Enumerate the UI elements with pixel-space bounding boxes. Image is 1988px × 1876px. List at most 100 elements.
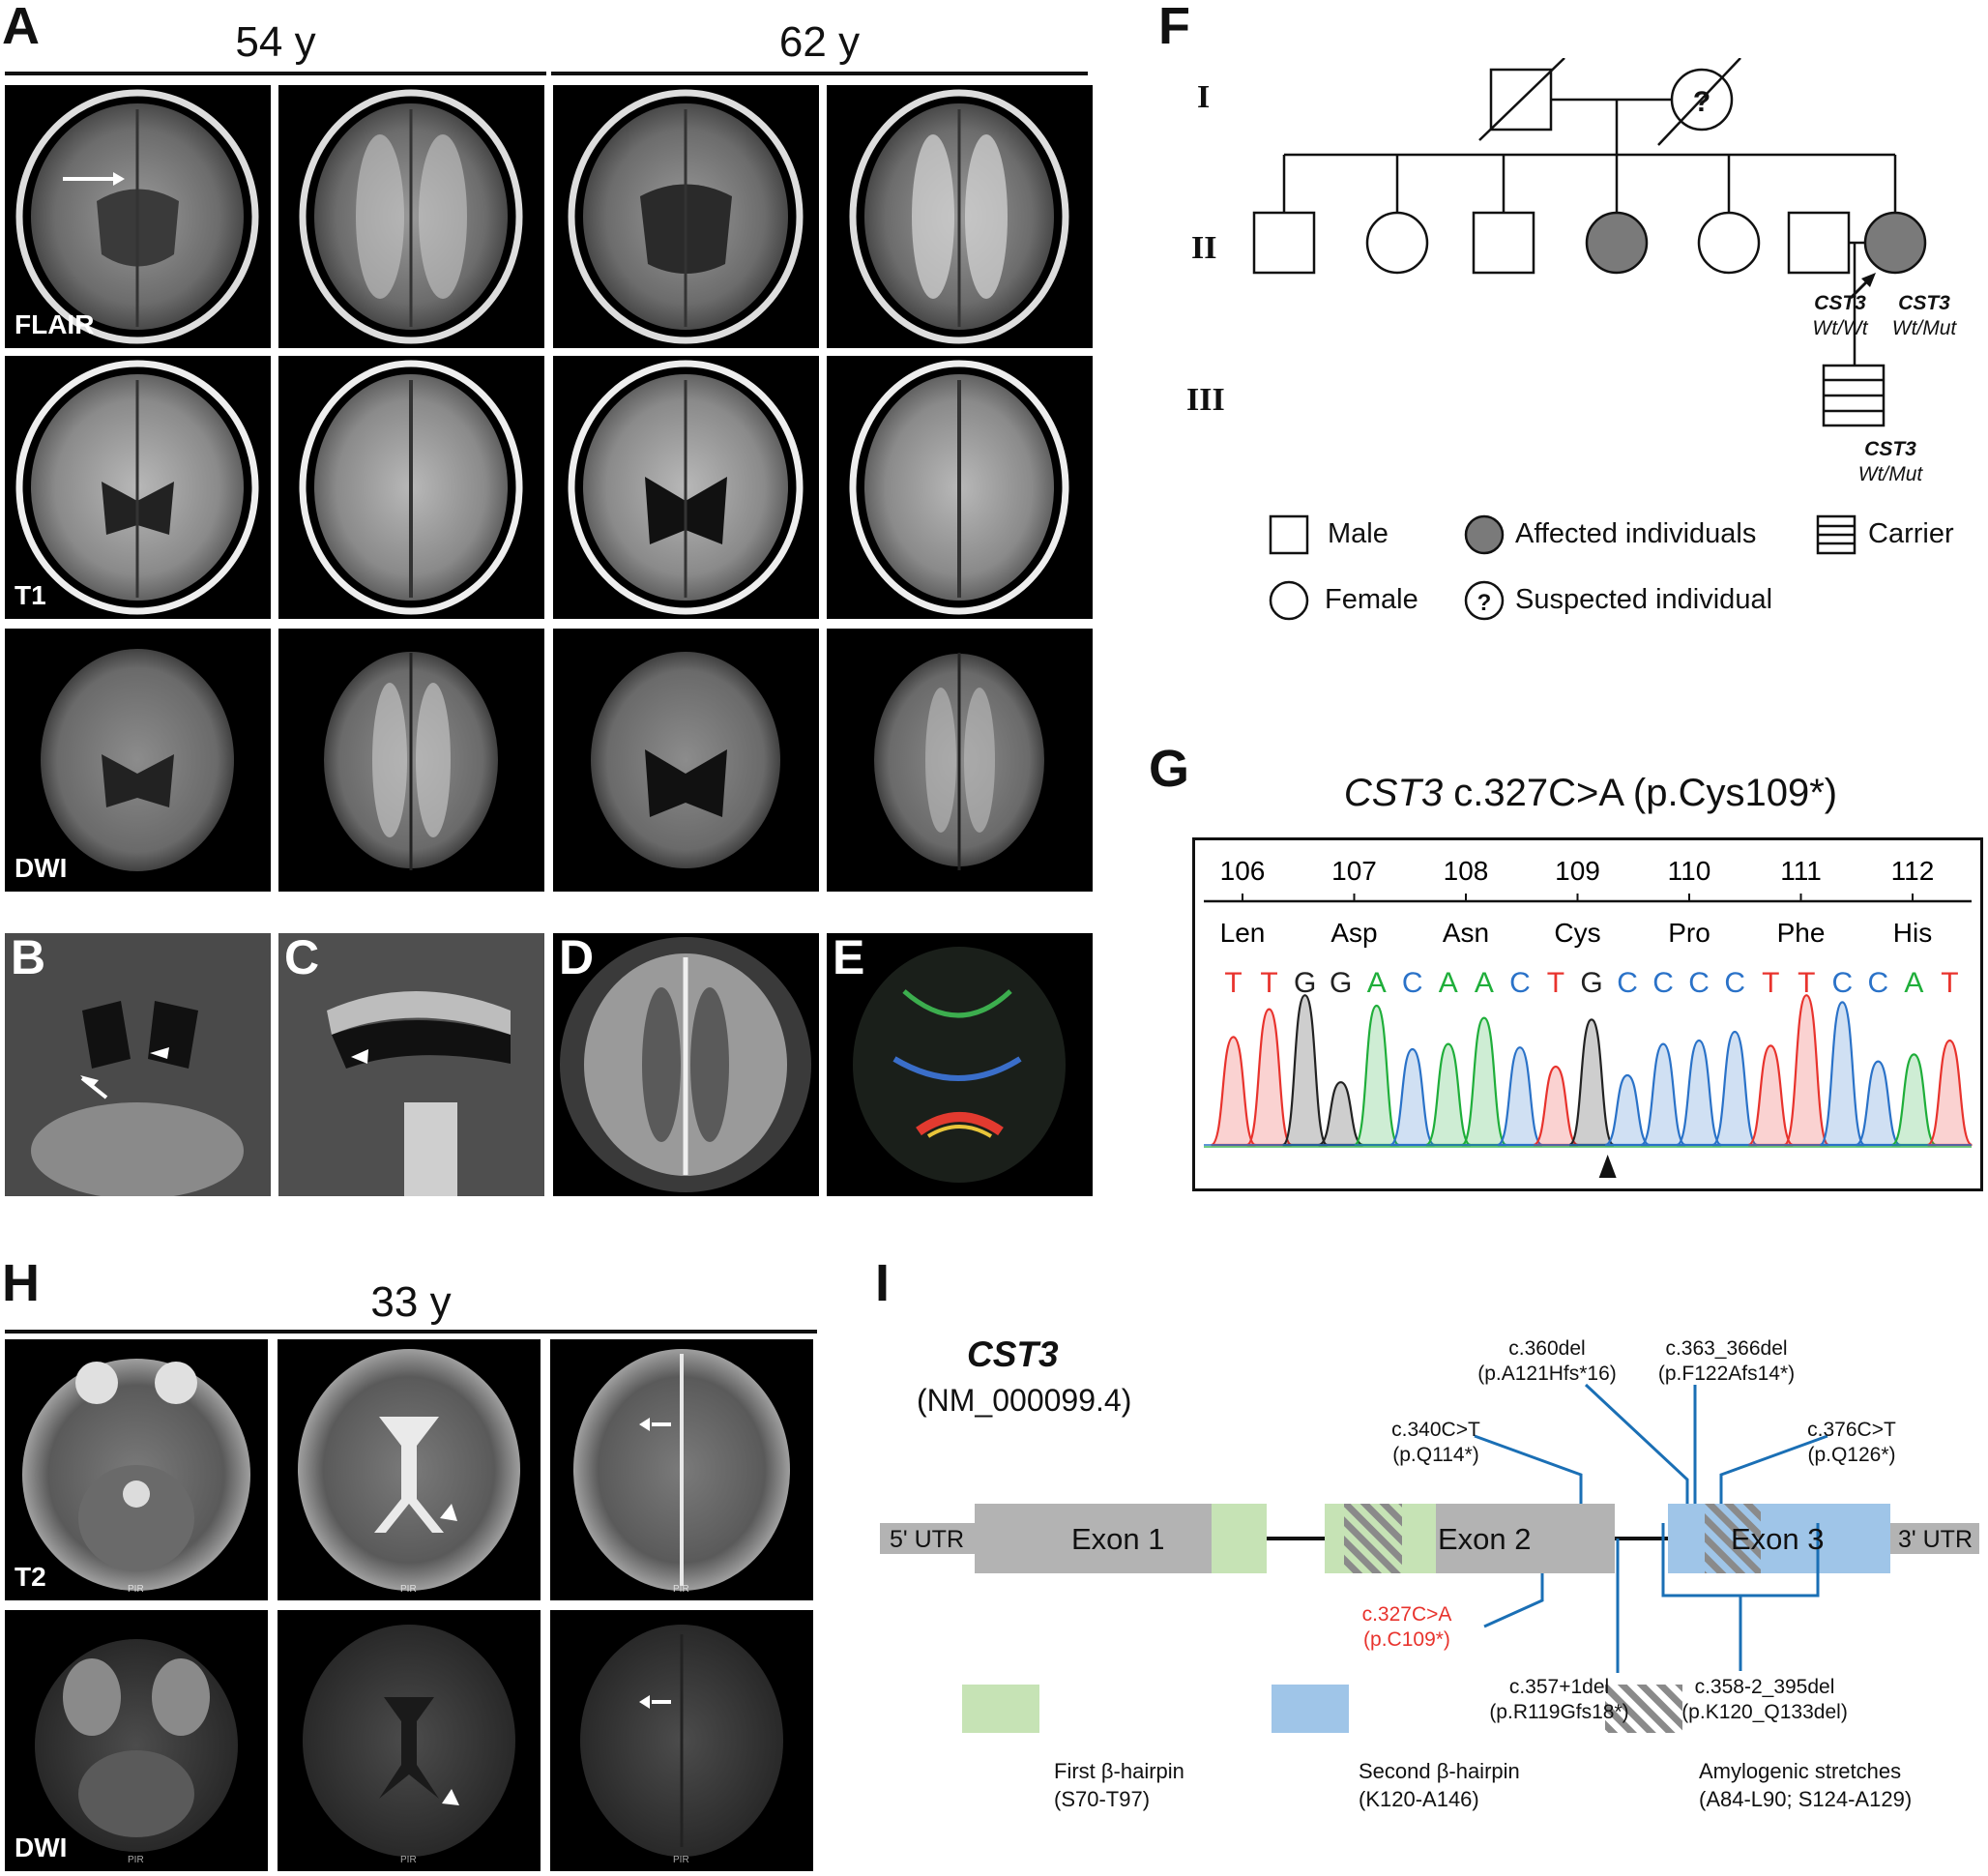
generation-label-ii: II: [1191, 230, 1217, 266]
pir-label: PIR: [400, 1584, 417, 1595]
panel-label-c: C: [284, 933, 320, 984]
exon1-hairpin1: [1212, 1504, 1267, 1573]
seq-label-dwi: DWI: [15, 853, 68, 883]
mutation-arrowhead-icon: [1598, 1155, 1617, 1178]
amino-acid-label: Phe: [1777, 918, 1826, 948]
codon-position-label: 112: [1891, 856, 1935, 886]
mri-dwi-33-vertex: [550, 1610, 813, 1871]
chromatogram-peak: [1747, 1044, 1794, 1147]
variant-c327CA: c.327C>A(p.C109*): [1361, 1603, 1452, 1652]
mri-t1-62-basal: [553, 356, 819, 619]
amino-acid-label: Pro: [1668, 918, 1710, 948]
base-call-label: G: [1294, 967, 1316, 999]
chromatogram-peak: [1210, 1036, 1257, 1147]
codon-position-label: 109: [1555, 856, 1600, 886]
legend-female-label: Female: [1325, 584, 1418, 615]
age-rule-62: [551, 72, 1088, 75]
mri-t2-33-vertex: [550, 1339, 813, 1600]
legend-swatch-amylogenic: [1605, 1685, 1682, 1733]
chromatogram-peak: [1281, 994, 1329, 1147]
pedigree-ii-6-spouse-male: [1787, 211, 1851, 275]
chromatogram-peak: [1245, 1008, 1293, 1147]
amino-acid-label: Cys: [1554, 918, 1600, 948]
mri-flair-62-vertex: [827, 85, 1093, 348]
mri-dwi-54-vertex: [278, 629, 544, 892]
legend-female-symbol: [1269, 580, 1309, 621]
base-call-label: A: [1904, 967, 1923, 999]
utr5-label: 5' UTR: [890, 1526, 965, 1553]
mri-panel-c-sagittal: C: [278, 933, 544, 1196]
exon2-amylogenic: [1344, 1504, 1402, 1573]
base-call-label: A: [1367, 967, 1387, 999]
base-call-label: G: [1580, 967, 1602, 999]
chromatogram-peak: [1353, 1004, 1400, 1147]
seq-label-t2: T2: [15, 1562, 46, 1592]
base-call-label: C: [1509, 967, 1531, 999]
amino-acid-label: Asp: [1330, 918, 1377, 948]
base-call-label: A: [1439, 967, 1458, 999]
seq-label-flair: FLAIR: [15, 309, 95, 339]
exon2-box: [1436, 1504, 1615, 1573]
mri-flair-62-basal: [553, 85, 819, 348]
base-call-label: C: [1724, 967, 1745, 999]
pedigree-ii-5-female: [1697, 211, 1761, 275]
panel-label-d: D: [559, 933, 595, 984]
age-rule-54: [5, 72, 546, 75]
panel-label-i: I: [875, 1254, 891, 1312]
chromatogram-peak: [1604, 1073, 1651, 1147]
panel-label-b: B: [11, 933, 46, 984]
pir-label: PIR: [400, 1855, 417, 1865]
base-call-label: A: [1475, 967, 1494, 999]
mri-t1-54-basal: T1: [5, 356, 271, 619]
variant-c376CT: c.376C>T(p.Q126*): [1807, 1419, 1896, 1467]
chromatogram-peak: [1711, 1030, 1758, 1147]
chromatogram-peak: [1533, 1065, 1579, 1147]
pedigree-ii-4-affected-female: [1585, 211, 1649, 275]
panel-label-a: A: [2, 0, 40, 55]
base-call-label: G: [1330, 967, 1352, 999]
utr3-box: [1890, 1523, 1979, 1554]
exon1-label: Exon 1: [1071, 1522, 1165, 1556]
variant-line-c360: [1584, 1383, 1689, 1504]
base-call-label: T: [1224, 967, 1242, 999]
panel-label-f: F: [1158, 0, 1190, 55]
chromatogram-title-variant: c.327C>A (p.Cys109*): [1443, 772, 1838, 814]
mri-dwi-54-basal: DWI: [5, 629, 271, 892]
mri-panel-b-coronal: B: [5, 933, 271, 1196]
proband-arrow-icon: [1861, 273, 1876, 287]
legend-suspected-label: Suspected individual: [1515, 584, 1773, 615]
mri-t2-33-basal: [278, 1339, 541, 1600]
exon2-label: Exon 2: [1438, 1522, 1532, 1556]
seq-label-t1: T1: [15, 580, 46, 610]
amino-acid-label: Asn: [1443, 918, 1489, 948]
legend-affected-symbol: [1464, 514, 1505, 555]
mri-panel-e-dti: E: [827, 933, 1093, 1196]
chromatogram-peak: [1926, 1039, 1973, 1147]
variant-line-c327: [1483, 1573, 1544, 1628]
base-call-label: T: [1547, 967, 1564, 999]
age-rule-33: [5, 1330, 817, 1334]
mri-dwi-33-posterior-fossa: DWI: [5, 1610, 268, 1871]
chromatogram-peak: [1460, 1016, 1507, 1147]
utr5-box: [880, 1523, 979, 1554]
mri-flair-54-basal: FLAIR: [5, 85, 271, 348]
chromatogram-peak: [1497, 1046, 1543, 1147]
pedigree-ii-7-proband-affected-female: [1863, 211, 1927, 275]
generation-label-i: I: [1197, 79, 1211, 115]
base-call-label: C: [1652, 967, 1674, 999]
variant-c340CT: c.340C>T(p.Q114*): [1391, 1419, 1480, 1467]
legend-male-label: Male: [1328, 518, 1389, 549]
generation-label-iii: III: [1186, 382, 1225, 418]
base-call-label: C: [1402, 967, 1423, 999]
codon-position-label: 106: [1220, 856, 1266, 886]
pir-label: PIR: [128, 1855, 144, 1865]
legend-male-symbol: [1269, 514, 1309, 555]
variant-c357-1del: c.357+1del(p.R119Gfs18*): [1489, 1676, 1629, 1724]
panel-label-h: H: [2, 1254, 40, 1312]
mri-dwi-62-vertex: [827, 629, 1093, 892]
codon-position-label: 111: [1780, 856, 1822, 886]
